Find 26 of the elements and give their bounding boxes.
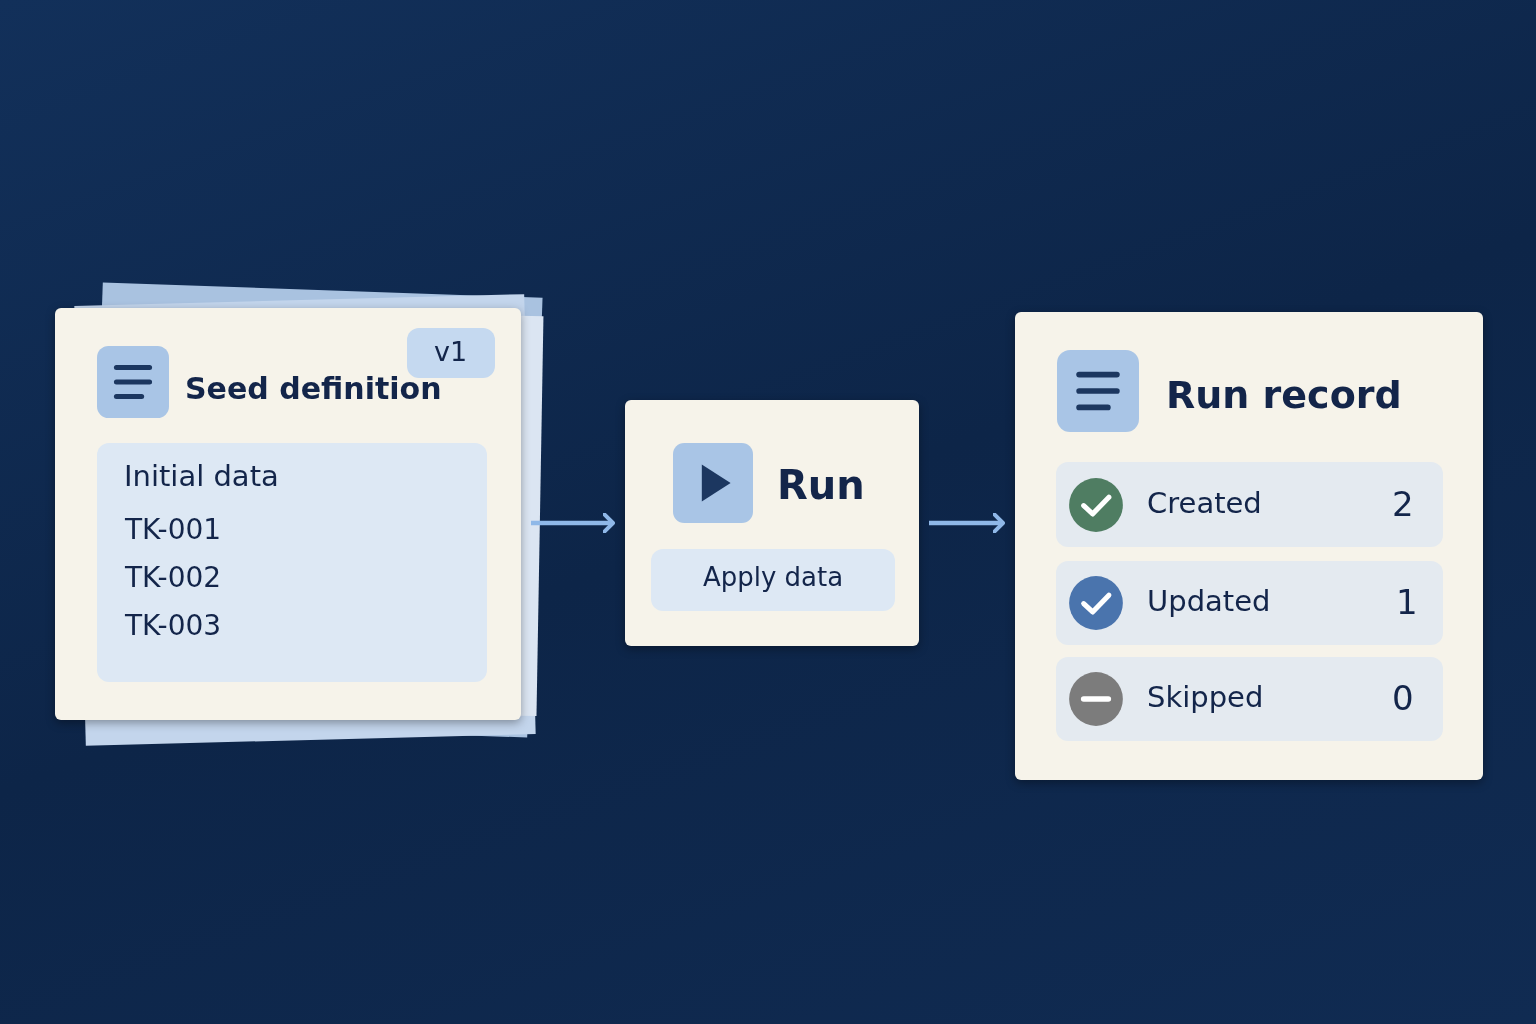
status-count: 0: [1392, 679, 1414, 719]
status-row: [1056, 462, 1443, 547]
card-title: Seed definition: [185, 372, 442, 407]
record-id: TK-003: [125, 610, 222, 643]
status-label: Updated: [1147, 585, 1271, 619]
status-row: [1056, 657, 1443, 741]
status-label: Created: [1147, 487, 1262, 521]
status-label: Skipped: [1147, 681, 1264, 715]
card-title: Run record: [1166, 374, 1402, 418]
seed-card: [55, 308, 521, 720]
version-badge: [407, 328, 495, 378]
panel-heading: Initial data: [124, 460, 279, 494]
arrow: [531, 512, 615, 534]
data-panel: [97, 443, 487, 682]
action-label: Apply data: [701, 563, 845, 593]
status-count: 1: [1396, 583, 1418, 623]
status-count: 2: [1392, 485, 1414, 525]
run-card: [625, 400, 919, 646]
arrow: [929, 512, 1005, 534]
record-id: TK-002: [125, 562, 222, 595]
action-chip: [651, 549, 895, 611]
record-id: TK-001: [125, 514, 222, 547]
record-card: [1015, 312, 1483, 780]
status-row: [1056, 561, 1443, 645]
version-label: v1: [434, 336, 468, 368]
card-title: Run: [777, 462, 865, 508]
